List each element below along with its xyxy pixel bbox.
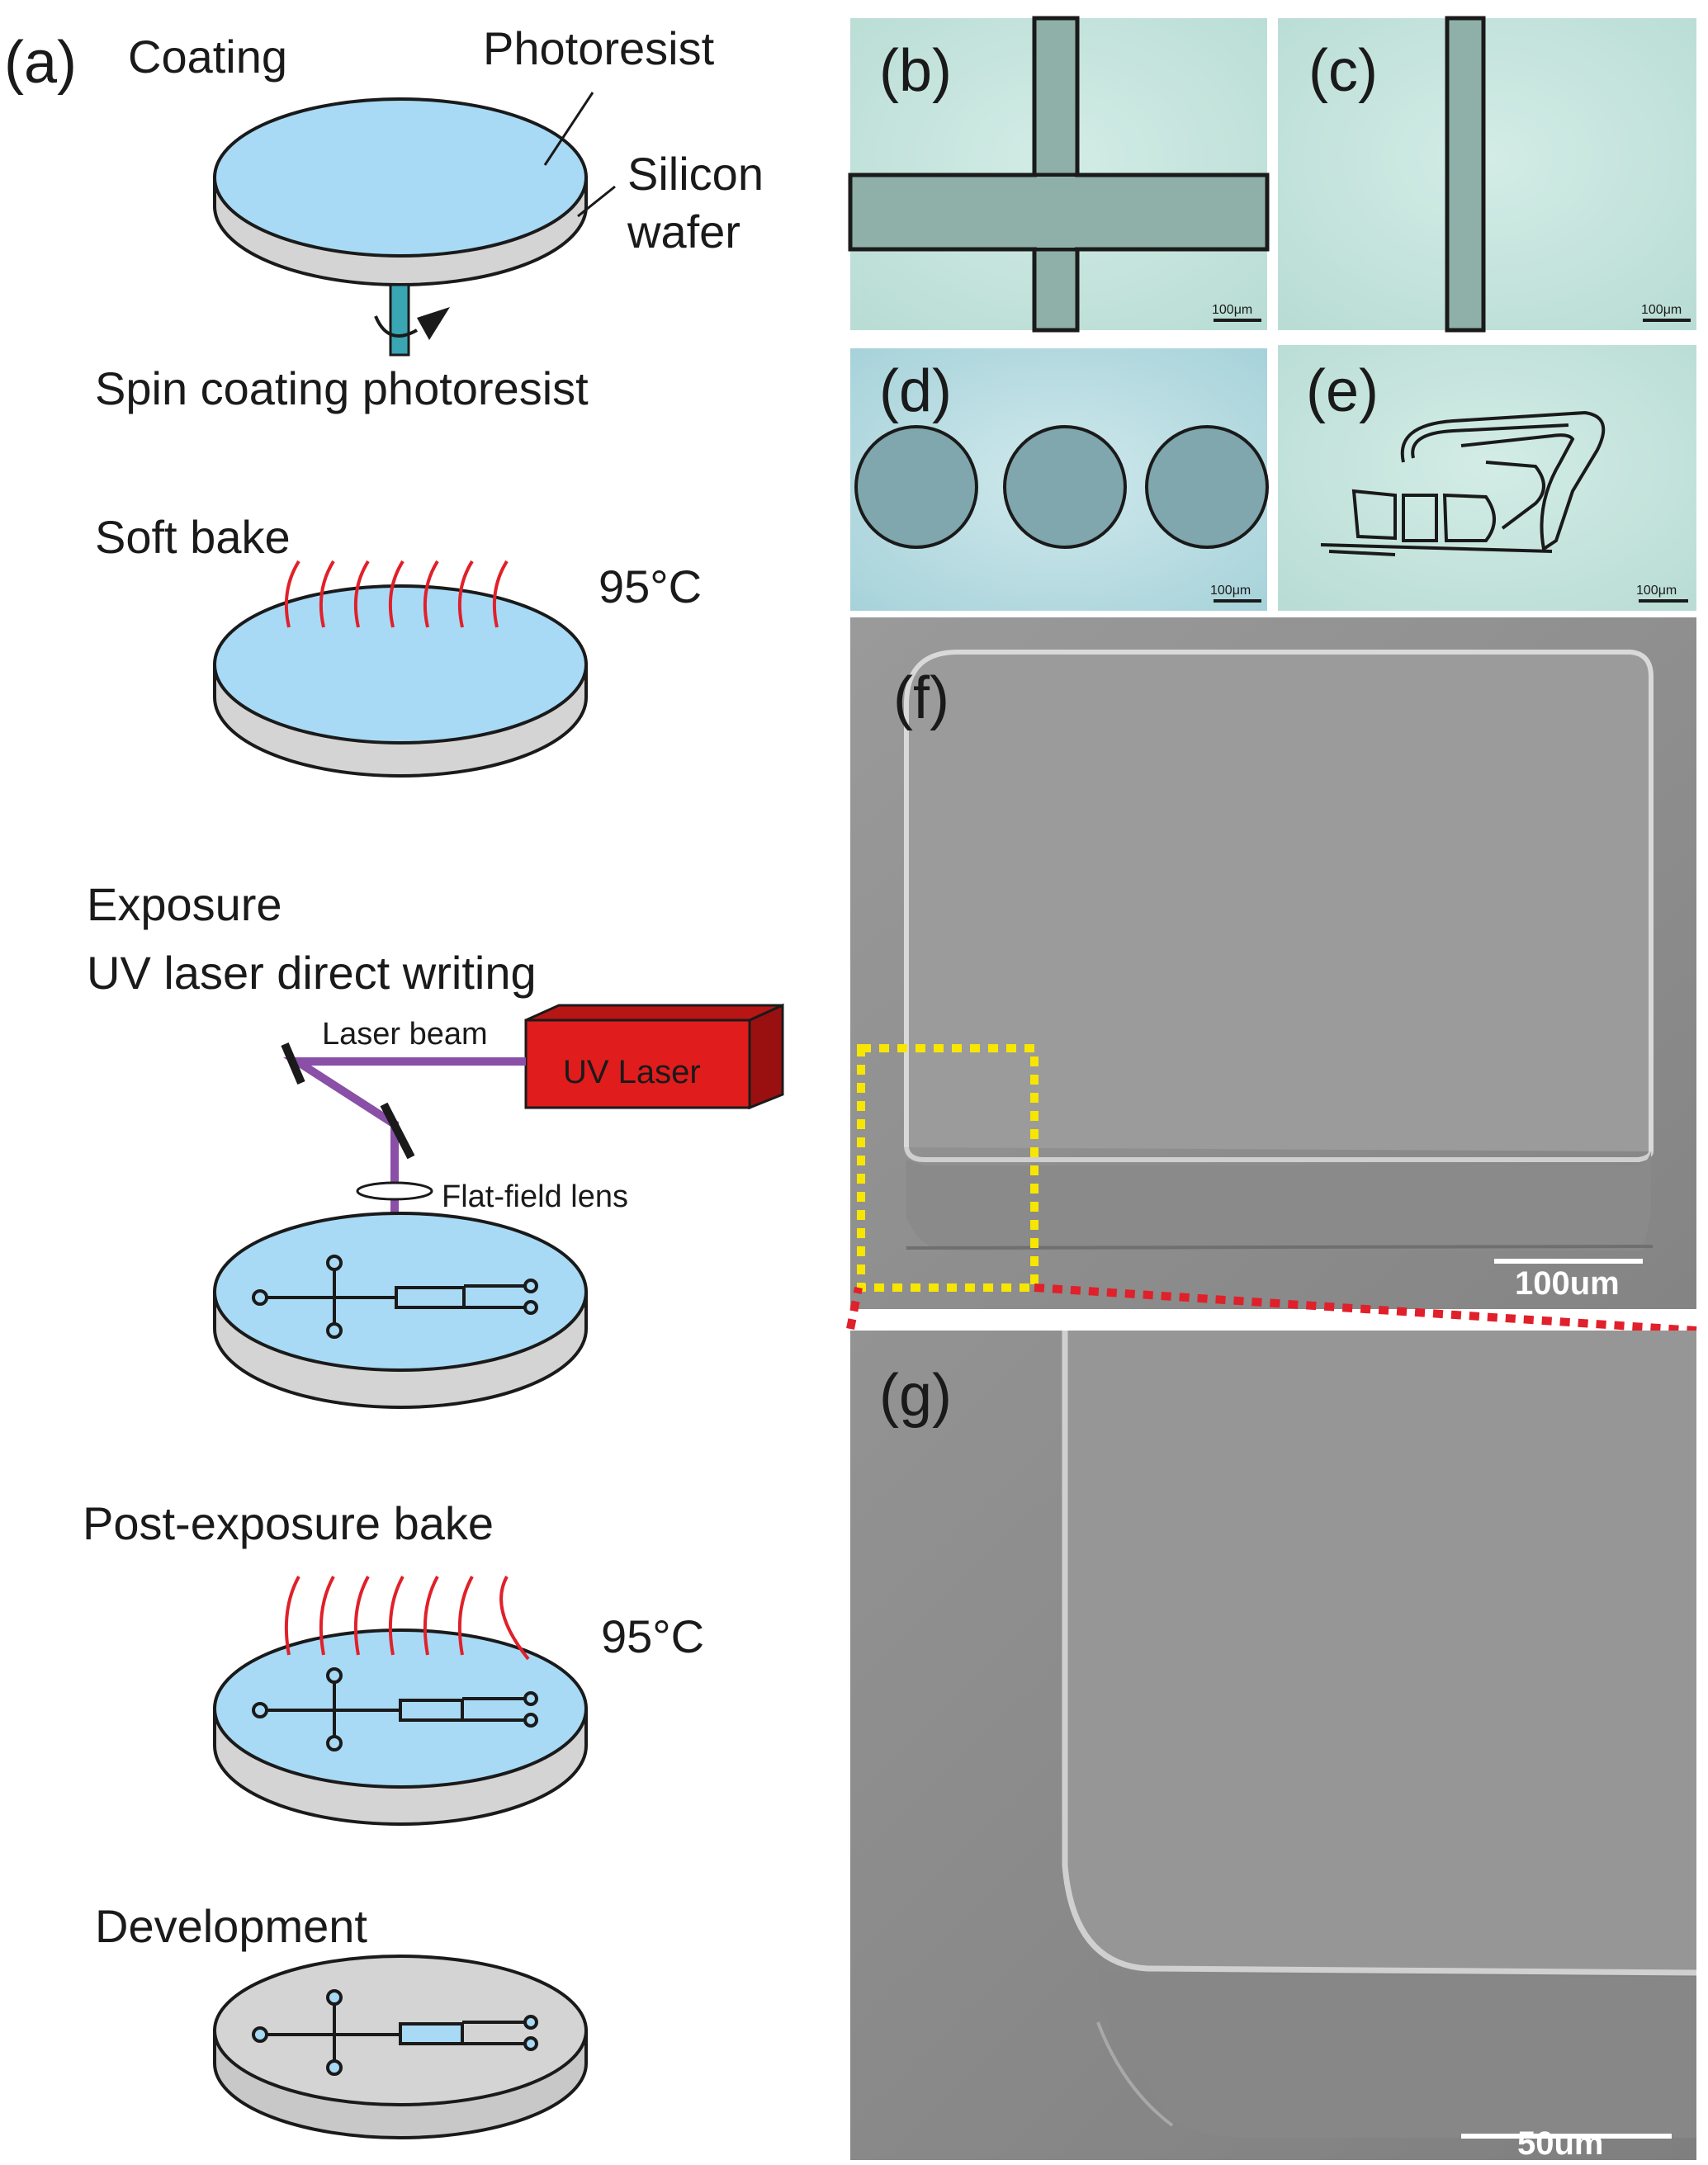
panel-label-a: (a) <box>4 30 77 96</box>
uv-laser-source: UV Laser <box>524 1003 784 1110</box>
uv-laser-label: UV Laser <box>563 1054 701 1090</box>
laser-beam-path <box>283 1057 526 1288</box>
panel-label-f: (f) <box>893 665 949 731</box>
panel-label-d: (d) <box>879 358 952 424</box>
panel-f-sem-block: (f) 100um <box>850 617 1696 1309</box>
zoom-region-box <box>857 1044 1039 1292</box>
wafer-label: wafer <box>627 206 740 258</box>
pillar <box>1003 425 1127 549</box>
step-development: Development <box>95 1900 588 2139</box>
developed-channel-pattern <box>252 1989 538 2076</box>
panel-label-g: (g) <box>879 1363 952 1429</box>
zoom-guide-lines <box>846 1283 1697 1335</box>
panel-b-cross-channel-micrograph: (b) 100μm <box>848 16 1270 333</box>
soft-bake-wafer <box>213 584 588 778</box>
scale-bar-b-label: 100μm <box>1212 303 1252 317</box>
step-exposure: Exposure UV laser direct writing Laser b… <box>87 878 784 1409</box>
flat-field-lens-label: Flat-field lens <box>442 1179 628 1214</box>
development-title: Development <box>95 1900 367 1952</box>
panel-label-b: (b) <box>879 38 952 104</box>
peb-heat-waves-icon <box>284 1576 530 1661</box>
scale-bar-e-label: 100μm <box>1636 584 1677 598</box>
soft-bake-temperature: 95°C <box>599 560 702 612</box>
panel-g-sem-zoom: (g) 50um <box>850 1331 1697 2162</box>
step-coating-title: Coating <box>128 31 287 83</box>
scale-bar-d-label: 100μm <box>1210 584 1251 598</box>
exposure-channel-pattern <box>252 1255 538 1339</box>
scale-bar-c-label: 100μm <box>1641 303 1682 317</box>
photoresist-label: Photoresist <box>483 22 715 74</box>
soft-bake-title: Soft bake <box>95 511 291 563</box>
flat-field-lens-icon <box>356 1181 433 1201</box>
logo-pattern <box>1320 410 1606 556</box>
panel-a-process-schematic: (a) Coating Photoresist Silicon wafer Sp… <box>4 22 784 2139</box>
cross-channel <box>848 16 1270 333</box>
spin-coating-caption: Spin coating photoresist <box>95 362 589 414</box>
scale-bar-g-label: 50um <box>1517 2125 1604 2162</box>
panel-c-straight-channel-micrograph: (c) 100μm <box>1278 16 1696 333</box>
laser-beam-label: Laser beam <box>322 1017 488 1052</box>
step-post-exposure-bake: Post-exposure bake 95°C <box>83 1497 704 1826</box>
exposure-wafer <box>213 1212 588 1409</box>
panel-label-c: (c) <box>1308 38 1378 104</box>
coated-wafer <box>213 97 588 286</box>
step-coating: Coating Photoresist Silicon wafer Spin c… <box>95 22 764 414</box>
panel-e-logo-pattern-micrograph: (e) 100μm <box>1278 345 1696 611</box>
silicon-label: Silicon <box>627 148 764 200</box>
sem-zoom-structure <box>1062 1331 1697 2138</box>
pillar <box>1145 425 1269 549</box>
step-soft-bake: Soft bake 95°C <box>95 511 702 778</box>
peb-channel-pattern <box>252 1667 538 1751</box>
exposure-title: Exposure <box>87 878 282 930</box>
pillar <box>854 425 978 549</box>
spin-shaft-icon <box>374 283 450 357</box>
panel-d-circular-pillars-micrograph: (d) 100μm <box>850 348 1269 611</box>
panel-label-e: (e) <box>1306 358 1379 424</box>
scale-bar-f-label: 100um <box>1515 1265 1620 1302</box>
exposure-subtitle: UV laser direct writing <box>87 947 537 999</box>
mirror-icon <box>281 1042 415 1160</box>
post-exposure-bake-temperature: 95°C <box>601 1610 704 1662</box>
heat-waves-icon <box>284 560 509 628</box>
post-exposure-bake-title: Post-exposure bake <box>83 1497 494 1549</box>
sem-block-structure <box>904 650 1654 1250</box>
